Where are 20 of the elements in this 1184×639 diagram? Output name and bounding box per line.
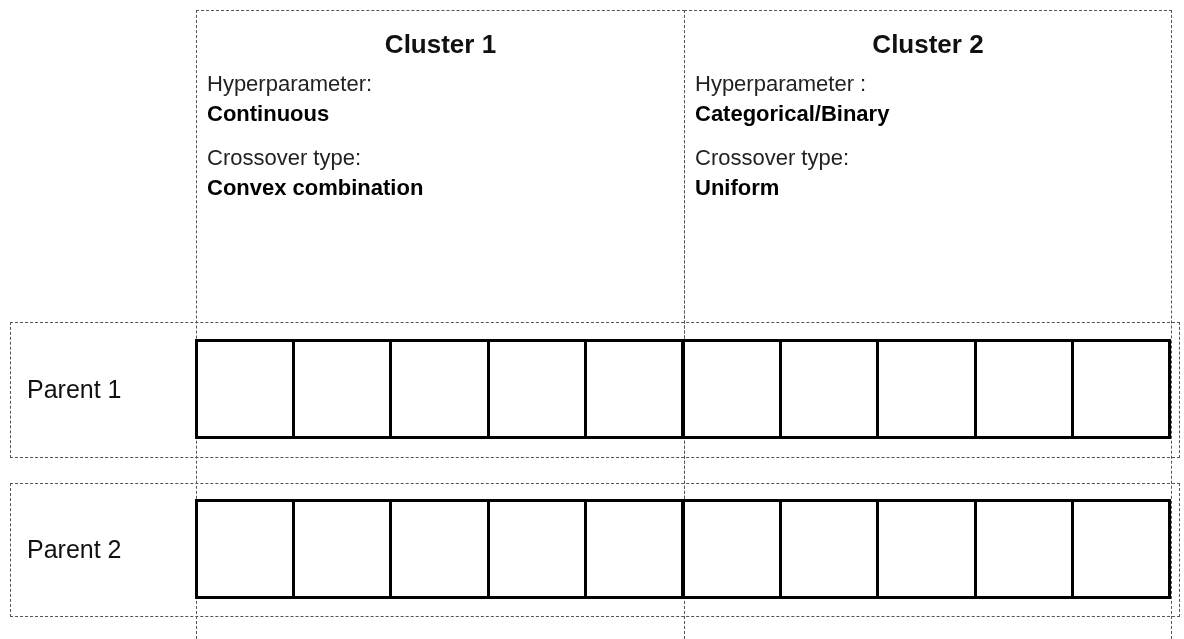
gene-cell xyxy=(194,498,295,599)
gene-cell xyxy=(584,498,685,599)
parameter-text: Hyperparameter : Categorical/Binary xyxy=(695,70,891,128)
row-label: Parent 1 xyxy=(27,375,122,404)
gene-cell xyxy=(389,498,490,599)
gene-cell xyxy=(389,338,490,439)
gene-cell xyxy=(1071,338,1172,439)
column-heading: Cluster 1 xyxy=(383,29,498,60)
gene-cell xyxy=(681,338,782,439)
gene-cell xyxy=(584,338,685,439)
gene-cell xyxy=(876,338,977,439)
column-heading: Cluster 2 xyxy=(871,29,985,60)
parameter-text: Crossover type: Convex combination xyxy=(207,144,425,202)
gene-cell xyxy=(681,498,782,599)
row-label: Parent 2 xyxy=(27,535,122,564)
parameter-text: Crossover type: Uniform xyxy=(695,144,851,202)
parameter-text: Hyperparameter: Continuous xyxy=(207,70,374,128)
gene-cell xyxy=(876,498,977,599)
gene-cell xyxy=(1071,498,1172,599)
gene-cell xyxy=(194,338,295,439)
